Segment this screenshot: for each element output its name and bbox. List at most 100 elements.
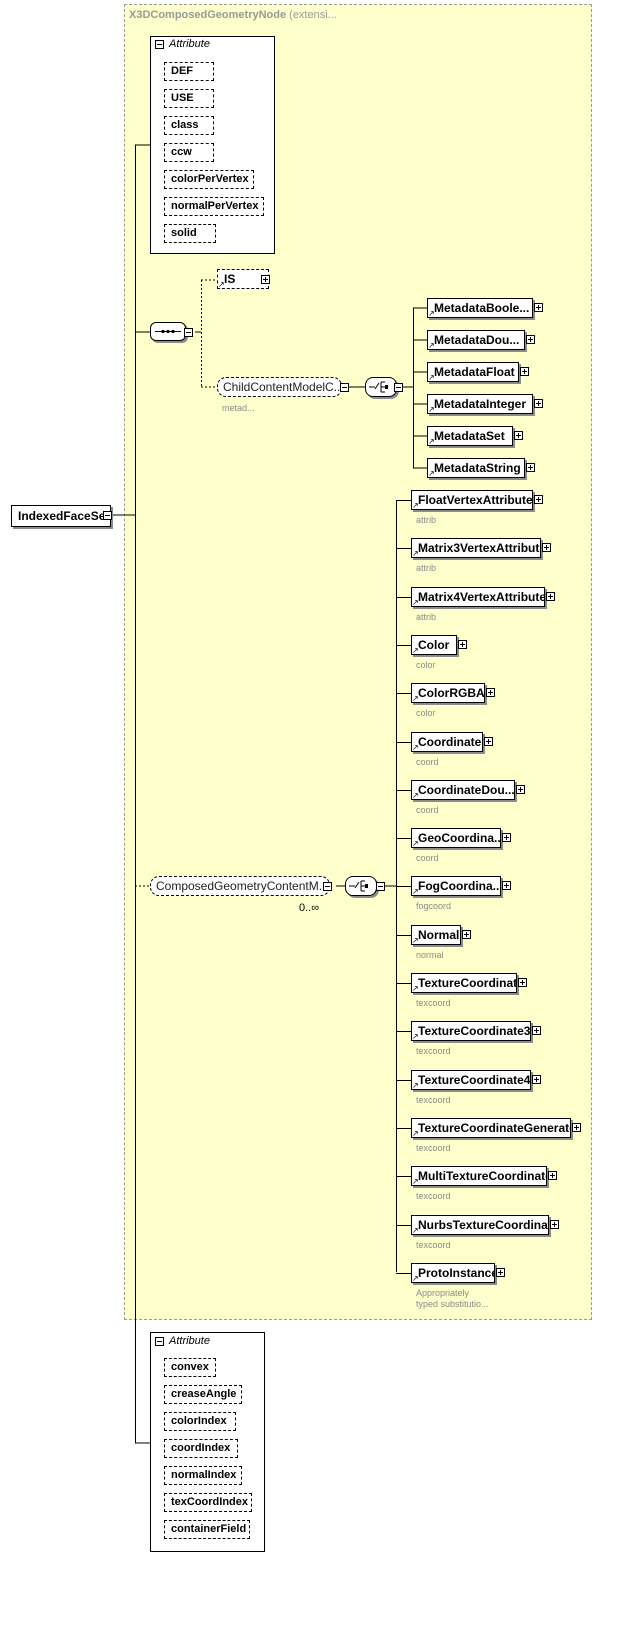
element-nurbstexturecoordinate[interactable]: NurbsTextureCoordinate [411,1215,549,1235]
choice-compositor-metadata[interactable] [365,377,397,397]
expand-icon[interactable] [550,1220,559,1229]
attribute-use[interactable]: USE [164,89,214,108]
expand-icon[interactable] [261,275,270,284]
composed-label: ComposedGeometryContentM... [156,879,329,893]
expand-icon[interactable] [458,640,467,649]
attribute-collapse-icon[interactable] [155,1337,164,1346]
element-metadataset[interactable]: MetadataSet [427,426,513,446]
element-metadatadou[interactable]: MetadataDou... [427,330,525,350]
expand-icon[interactable] [534,495,543,504]
element-matrix3vertexattribute[interactable]: Matrix3VertexAttribute [411,538,541,558]
expand-icon[interactable] [534,303,543,312]
childcontent-label: ChildContentModelC... [223,380,342,394]
expand-icon[interactable] [542,543,551,552]
attribute-solid[interactable]: solid [164,224,216,243]
element-colorrgba[interactable]: ColorRGBA [411,683,485,703]
expand-icon[interactable] [526,335,535,344]
root-element-indexedfaceset[interactable]: IndexedFaceSet [11,505,111,527]
element-texturecoordinategenerator[interactable]: TextureCoordinateGenerator [411,1118,571,1138]
expand-icon[interactable] [532,1026,541,1035]
expand-icon[interactable] [516,785,525,794]
attribute-colorindex[interactable]: colorIndex [164,1412,236,1431]
expand-icon[interactable] [520,367,529,376]
expand-icon[interactable] [484,737,493,746]
expand-icon[interactable] [526,463,535,472]
element-normal[interactable]: Normal [411,925,461,945]
attribute-colorpervertex[interactable]: colorPerVertex [164,170,254,189]
expand-icon[interactable] [518,978,527,987]
choice-collapse-icon[interactable] [394,383,403,392]
reference-arrow-icon: ↗ [218,280,225,289]
group-childcontentmodel[interactable]: ChildContentModelC... [217,377,342,397]
reference-arrow-icon: ↗ [412,549,419,558]
element-metadataboole[interactable]: MetadataBoole... [427,298,533,318]
element-label: TextureCoordinate4D [418,1073,531,1087]
sequence-compositor[interactable] [150,322,186,341]
element-color[interactable]: Color [411,635,457,655]
reference-arrow-icon: ↗ [412,1081,419,1090]
attribute-def[interactable]: DEF [164,62,214,81]
expand-icon[interactable] [548,1171,557,1180]
element-metadatafloat[interactable]: MetadataFloat [427,362,519,382]
attribute-coordindex[interactable]: coordIndex [164,1439,238,1458]
expand-icon[interactable] [502,833,511,842]
extension-group-label: X3DComposedGeometryNode (extensi... [129,9,337,21]
element-geocoordina[interactable]: GeoCoordina... [411,828,501,848]
collapse-icon[interactable] [103,511,112,520]
element-multitexturecoordinate[interactable]: MultiTextureCoordinate [411,1166,547,1186]
element-texturecoordinate4d[interactable]: TextureCoordinate4D [411,1070,531,1090]
element-sublabel: texcoord [416,1095,451,1105]
expand-icon[interactable] [514,431,523,440]
attribute-normalindex[interactable]: normalIndex [164,1466,242,1485]
element-label: NurbsTextureCoordinate [418,1218,549,1232]
element-fogcoordina[interactable]: FogCoordina... [411,876,501,896]
attribute-containerfield[interactable]: containerField [164,1520,250,1539]
attribute-normalpervertex[interactable]: normalPerVertex [164,197,264,216]
group-composedgeometrycontentmodel[interactable]: ComposedGeometryContentM... [150,876,330,896]
attribute-texcoordindex[interactable]: texCoordIndex [164,1493,252,1512]
element-sublabel: coord [416,757,439,767]
element-label: Coordinate [418,735,482,749]
attribute-collapse-icon[interactable] [155,40,164,49]
element-metadatainteger[interactable]: MetadataInteger [427,394,533,414]
expand-icon[interactable] [496,1268,505,1277]
reference-arrow-icon: ↗ [428,341,435,350]
reference-arrow-icon: ↗ [412,984,419,993]
element-label: GeoCoordina... [418,831,501,845]
attribute-header-bottom: Attribute [169,1335,210,1347]
element-matrix4vertexattribute[interactable]: Matrix4VertexAttribute [411,587,545,607]
reference-arrow-icon: ↗ [412,501,419,510]
element-sublabel: texcoord [416,1191,451,1201]
element-metadatastring[interactable]: MetadataString [427,458,525,478]
attribute-creaseangle[interactable]: creaseAngle [164,1385,242,1404]
expand-icon[interactable] [486,688,495,697]
element-is-label: IS [224,272,236,286]
choice-compositor-geometry[interactable] [345,876,377,896]
expand-icon[interactable] [502,881,511,890]
element-protoinstance[interactable]: ProtoInstance [411,1263,495,1283]
element-texturecoordinate3d[interactable]: TextureCoordinate3D [411,1021,531,1041]
element-sublabel: color [416,660,436,670]
expand-icon[interactable] [572,1123,581,1132]
expand-icon[interactable] [546,592,555,601]
composed-collapse-icon[interactable] [323,882,332,891]
attribute-ccw[interactable]: ccw [164,143,214,162]
expand-icon[interactable] [534,399,543,408]
element-coordinatedou[interactable]: CoordinateDou... [411,780,515,800]
childcontent-collapse-icon[interactable] [340,383,349,392]
sequence-collapse-icon[interactable] [184,328,193,337]
choice-collapse-icon[interactable] [376,882,385,891]
attribute-class[interactable]: class [164,116,214,135]
element-label: TextureCoordinate [418,976,517,990]
expand-icon[interactable] [462,930,471,939]
element-texturecoordinate[interactable]: TextureCoordinate [411,973,517,993]
element-floatvertexattribute[interactable]: FloatVertexAttribute [411,490,533,510]
element-coordinate[interactable]: Coordinate [411,732,483,752]
expand-icon[interactable] [532,1075,541,1084]
element-label: ProtoInstance [418,1266,495,1280]
element-sublabel: color [416,708,436,718]
attribute-convex[interactable]: convex [164,1358,216,1377]
element-is[interactable]: IS [217,269,269,289]
element-label: CoordinateDou... [418,783,515,797]
reference-arrow-icon: ↗ [428,469,435,478]
